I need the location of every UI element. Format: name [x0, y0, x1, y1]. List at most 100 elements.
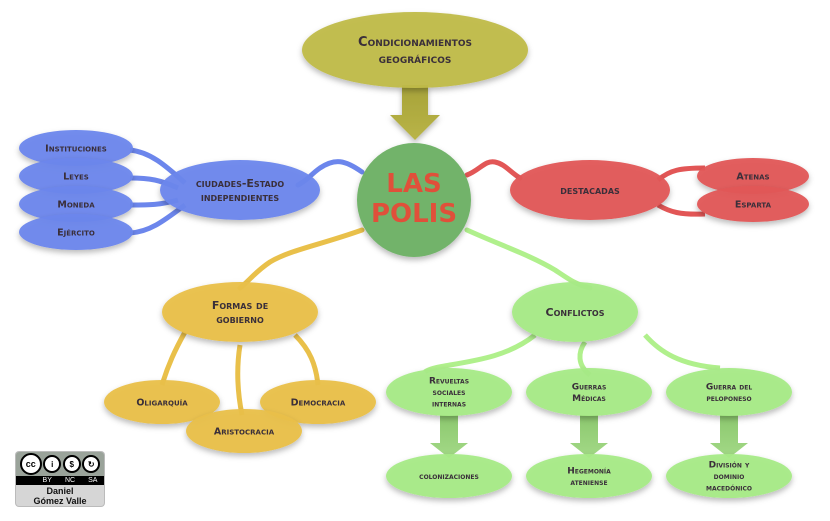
node-atenas[interactable]: Atenas — [697, 158, 809, 194]
node-oligarquia[interactable]: Oligarquía — [104, 380, 220, 424]
node-condicionamientos-geograficos-shape — [302, 12, 528, 88]
node-colonizaciones-label: colonizaciones — [419, 472, 479, 482]
node-condicionamientos-geograficos-label: Condicionamientos — [358, 35, 472, 50]
node-leyes-label: Leyes — [63, 171, 89, 182]
connector-center-destacadas — [464, 159, 523, 181]
node-moneda[interactable]: Moneda — [19, 186, 133, 222]
arrow-revueltas-colonizaciones — [430, 415, 468, 458]
node-formas-de-gobierno-label: Formas de — [212, 299, 268, 312]
node-condicionamientos-geograficos-label: geográficos — [379, 52, 452, 67]
license-author: Daniel Gómez Valle — [16, 485, 104, 506]
node-las-polis-shape — [357, 143, 471, 257]
license-icons: cc i $ ↻ — [16, 452, 104, 476]
node-instituciones[interactable]: Instituciones — [19, 130, 133, 166]
arrow-peloponeso-division — [710, 415, 748, 458]
node-esparta[interactable]: Esparta — [697, 186, 809, 222]
node-hegemonia-ateniense-label: ateniense — [570, 478, 607, 488]
node-destacadas-label: destacadas — [560, 184, 620, 197]
node-formas-de-gobierno-shape — [162, 282, 318, 342]
title-line-2: POLIS — [371, 199, 457, 229]
node-conflictos-label: Conflictos — [546, 306, 605, 319]
node-revueltas-label: sociales — [433, 388, 466, 398]
node-ciudades-estado-label: ciudades-Estado — [196, 177, 285, 190]
author-first-name: Daniel — [46, 486, 74, 496]
node-oligarquia-shape — [104, 380, 220, 424]
node-ejrcito-shape — [19, 214, 133, 250]
node-aristocracia[interactable]: Aristocracia — [186, 409, 302, 453]
node-division-dominio-macedonico-label: dominio — [714, 472, 745, 482]
node-division-dominio-macedonico-label: División y — [709, 461, 750, 471]
node-democracia-label: Democracia — [291, 397, 346, 408]
nc-noncommercial-icon: $ — [62, 455, 81, 473]
node-conflictos[interactable]: Conflictos — [512, 282, 638, 342]
connector-conflictos-peloponeso — [643, 333, 721, 371]
node-guerras-medicas-label: Médicas — [572, 394, 606, 404]
connector-formas-aristocracia — [235, 344, 245, 416]
node-revueltas-shape — [386, 368, 512, 416]
by-attribution-icon: i — [43, 455, 62, 473]
arrow-top-to-center — [390, 85, 440, 140]
node-instituciones-label: Instituciones — [45, 143, 107, 154]
node-leyes-shape — [19, 158, 133, 194]
license-badge[interactable]: cc i $ ↻ BY NC SA Daniel Gómez Valle — [16, 452, 104, 506]
node-atenas-label: Atenas — [736, 171, 769, 182]
connector-formas-democracia — [293, 333, 321, 386]
cc-icon: cc — [19, 453, 42, 475]
connector-formas-oligarquia — [159, 330, 188, 386]
connector-center-conflictos — [464, 227, 593, 291]
license-label-by: BY — [42, 477, 52, 484]
node-revueltas-label: internas — [432, 400, 466, 410]
node-ciudades-estado-shape — [160, 160, 320, 220]
node-democracia-shape — [260, 380, 376, 424]
node-hegemonia-ateniense-label: Hegemonía — [567, 466, 611, 476]
node-colonizaciones-shape — [386, 454, 512, 498]
node-colonizaciones[interactable]: colonizaciones — [386, 454, 512, 498]
node-hegemonia-ateniense-shape — [526, 454, 652, 498]
license-label-sa: SA — [88, 477, 98, 484]
node-aristocracia-label: Aristocracia — [214, 426, 275, 437]
node-hegemonia-ateniense[interactable]: Hegemonía ateniense — [526, 454, 652, 498]
node-guerras-medicas-shape — [526, 368, 652, 416]
node-moneda-shape — [19, 186, 133, 222]
license-label-nc: NC — [64, 477, 76, 484]
node-esparta-label: Esparta — [735, 199, 772, 210]
node-guerra-peloponeso-label: peloponeso — [706, 394, 751, 404]
node-ejrcito-label: Ejército — [57, 227, 95, 238]
arrow-guerras-medicas-hegemonia — [570, 415, 608, 458]
node-leyes[interactable]: Leyes — [19, 158, 133, 194]
sa-sharealike-icon: ↻ — [82, 455, 101, 473]
connector-conflictos-revueltas — [423, 333, 537, 375]
author-last-name: Gómez Valle — [33, 496, 87, 506]
node-guerra-peloponeso-shape — [666, 368, 792, 416]
node-revueltas-label: Revueltas — [429, 377, 469, 387]
node-esparta-shape — [697, 186, 809, 222]
node-atenas-shape — [697, 158, 809, 194]
connector-center-formas — [237, 227, 365, 291]
license-labels: BY NC SA — [16, 476, 104, 485]
node-aristocracia-shape — [186, 409, 302, 453]
node-guerra-peloponeso-label: Guerra del — [706, 382, 752, 392]
node-destacadas[interactable]: destacadas — [510, 160, 670, 220]
node-ciudades-estado-label: independientes — [201, 191, 280, 204]
node-formas-de-gobierno-label: gobierno — [216, 313, 264, 326]
node-instituciones-shape — [19, 130, 133, 166]
node-division-dominio-macedonico-shape — [666, 454, 792, 498]
node-conflictos-shape — [512, 282, 638, 342]
node-condicionamientos-geograficos[interactable]: Condicionamientos geográficos — [302, 12, 528, 88]
connector-destacadas-esparta — [656, 202, 706, 217]
node-guerra-peloponeso[interactable]: Guerra del peloponeso — [666, 368, 792, 416]
node-division-dominio-macedonico-label: macedónico — [706, 484, 752, 494]
node-democracia[interactable]: Democracia — [260, 380, 376, 424]
connector-ciudades-ejercito — [129, 203, 187, 236]
node-moneda-label: Moneda — [57, 199, 95, 210]
node-destacadas-shape — [510, 160, 670, 220]
node-oligarquia-label: Oligarquía — [136, 397, 188, 408]
node-ejrcito[interactable]: Ejército — [19, 214, 133, 250]
